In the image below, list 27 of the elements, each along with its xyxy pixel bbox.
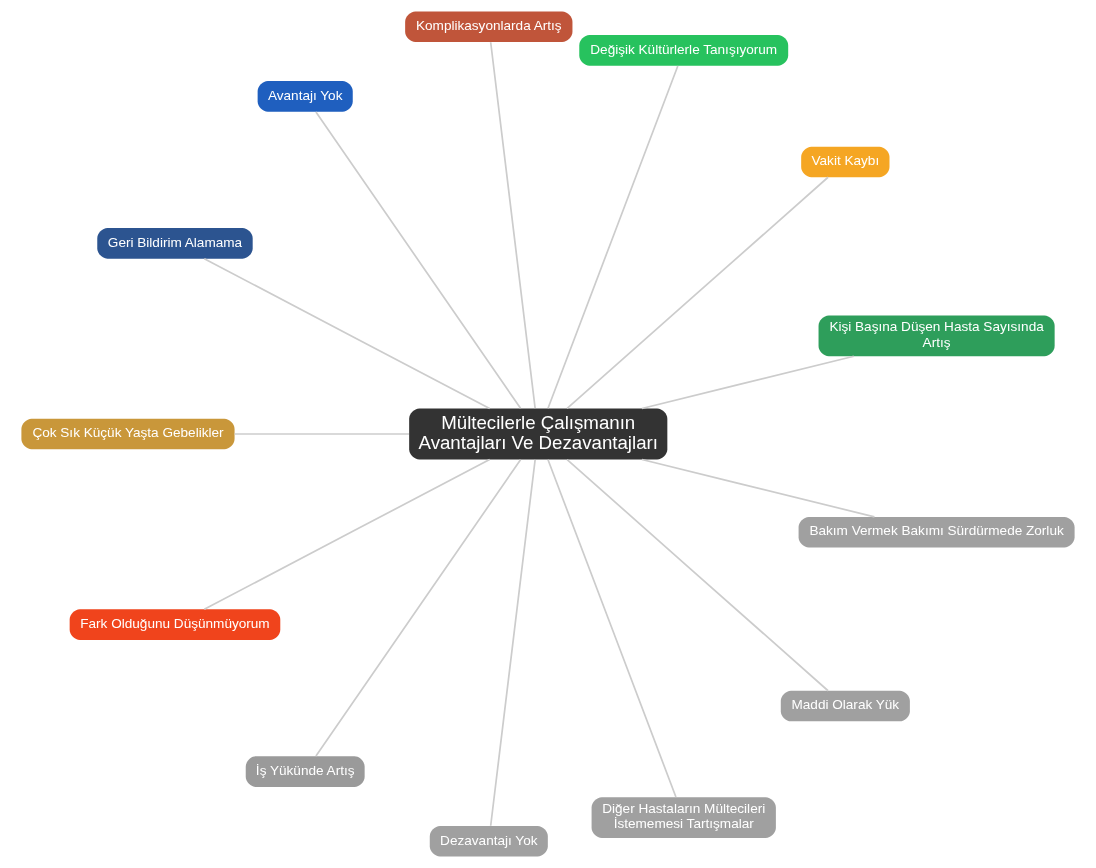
node-box: Diğer Hastaların Mültecileri İstememesi Tartışmalar bbox=[591, 797, 776, 838]
node-box: Bakım Vermek Bakımı Sürdürmede Zorluk bbox=[798, 516, 1075, 548]
node-box: Geri Bildirim Alamama bbox=[97, 228, 253, 259]
connector bbox=[641, 355, 855, 410]
connector bbox=[547, 458, 677, 798]
node-box: Fark Olduğunu Düşünmüyorum bbox=[69, 609, 281, 640]
connector bbox=[233, 433, 410, 435]
connector bbox=[203, 257, 491, 410]
node-box: Çok Sık Küçük Yaşta Gebelikler bbox=[21, 418, 235, 450]
node-box: Avantajı Yok bbox=[257, 81, 353, 112]
node-box: Değişik Kültürlerle Tanışıyorum bbox=[579, 35, 789, 66]
connector bbox=[566, 458, 829, 692]
connector bbox=[489, 41, 536, 410]
node-box: Mültecilerle Çalışmanın Avantajları Ve Dezavantajları bbox=[409, 408, 668, 460]
node-box: Vakit Kaybı bbox=[801, 146, 890, 178]
connector bbox=[203, 458, 491, 611]
connector bbox=[489, 458, 536, 827]
connector bbox=[641, 458, 876, 518]
node-box: Dezavantajı Yok bbox=[429, 826, 548, 857]
node-box: İş Yükünde Artış bbox=[245, 756, 365, 787]
connector bbox=[315, 458, 522, 757]
connector bbox=[566, 176, 829, 410]
connector bbox=[547, 65, 679, 410]
node-box: Kişi Başına Düşen Hasta Sayısında Artış bbox=[818, 315, 1055, 357]
connector bbox=[315, 111, 522, 410]
node-box: Komplikasyonlarda Artış bbox=[405, 11, 573, 42]
node-box: Maddi Olarak Yük bbox=[780, 690, 910, 722]
